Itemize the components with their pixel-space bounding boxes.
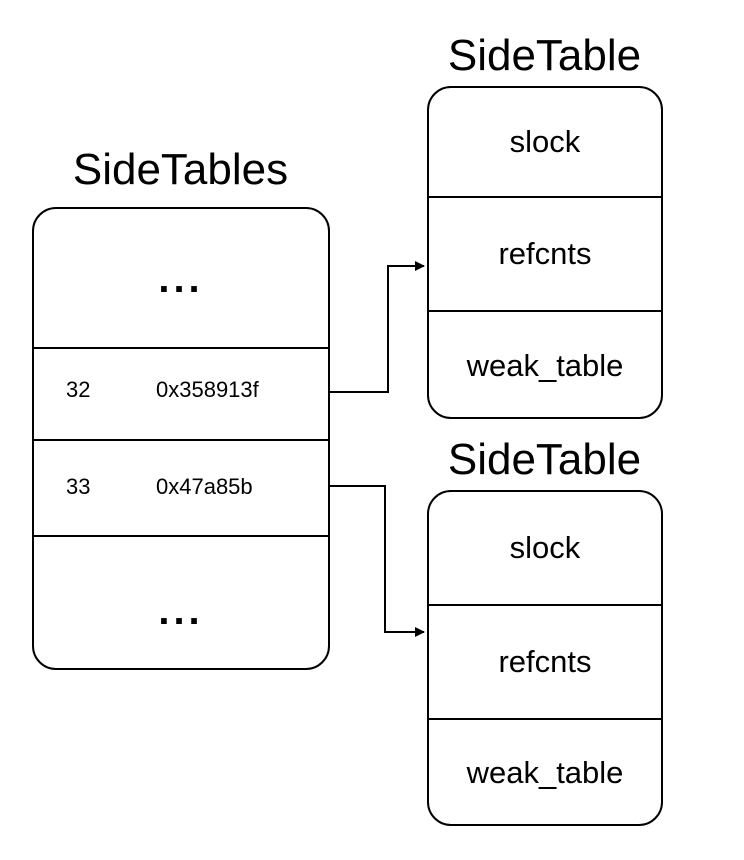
sidetable-1-refcnts: refcnts (429, 196, 661, 310)
ellipsis-top: ... (158, 257, 204, 301)
row-index: 32 (66, 377, 91, 402)
row-index: 33 (66, 474, 91, 499)
sidetable-2-weak-table: weak_table (429, 718, 661, 824)
connector-row-33-to-sidetable-2 (330, 485, 425, 637)
connector-row-32-to-sidetable-1 (330, 261, 425, 393)
ellipsis-bottom: ... (158, 589, 204, 633)
sidetables-row-32: 32 0x358913f (34, 347, 328, 439)
row-address: 0x358913f (156, 377, 259, 402)
sidetables-box: ... 32 0x358913f 33 0x47a85b ... (32, 207, 330, 670)
sidetable-1-weak-table: weak_table (429, 310, 661, 417)
sidetable-2-box: slock refcnts weak_table (427, 490, 663, 826)
sidetable-1-box: slock refcnts weak_table (427, 86, 663, 419)
sidetable-1-slock: slock (509, 124, 581, 159)
sidetable-1-title: SideTable (447, 31, 642, 80)
row-address: 0x47a85b (156, 474, 253, 499)
sidetable-2-refcnts: refcnts (429, 604, 661, 718)
sidetable-2-title: SideTable (447, 435, 642, 484)
sidetables-ellipsis-row-bottom: ... (34, 535, 328, 668)
sidetables-row-33: 33 0x47a85b (34, 439, 328, 535)
sidetable-2-slock: slock (509, 530, 581, 565)
sidetables-title: SideTables (72, 145, 289, 194)
sidetables-ellipsis-row-top: ... (34, 209, 328, 347)
